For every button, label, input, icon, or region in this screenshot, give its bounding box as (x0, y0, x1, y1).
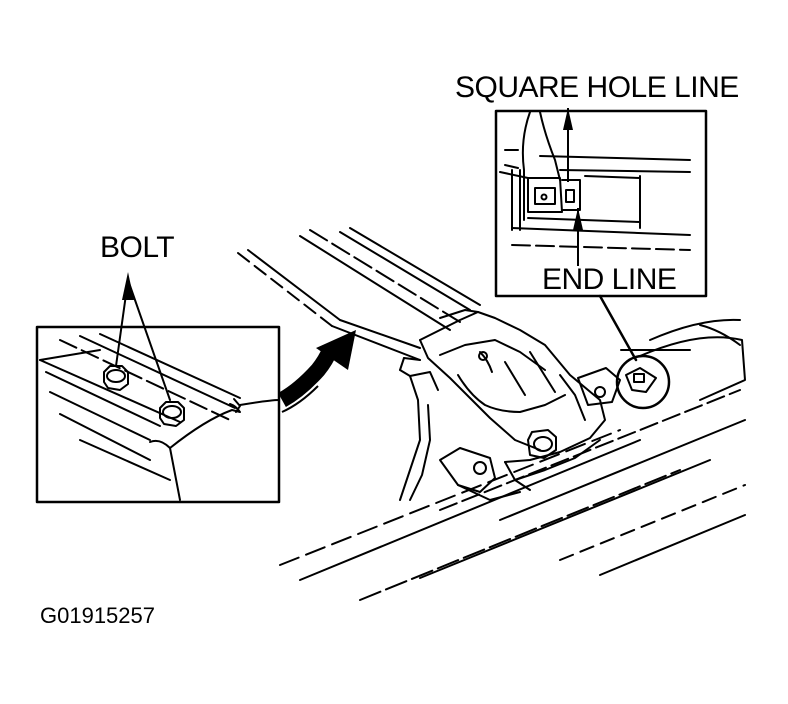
bolt-inset (35, 279, 281, 504)
floor-sill (279, 318, 746, 601)
bolt-label: BOLT (100, 231, 175, 264)
curved-arrow-icon (277, 330, 356, 413)
end-line-label: END LINE (542, 263, 677, 296)
rail (237, 227, 481, 361)
figure-id: G01915257 (40, 603, 155, 628)
magnifier-circle (615, 349, 691, 410)
bolt-leader-arrowhead (122, 272, 134, 300)
detail-inset (494, 109, 708, 362)
square-hole-line-label: SQUARE HOLE LINE (455, 71, 739, 104)
bracket (399, 309, 621, 501)
